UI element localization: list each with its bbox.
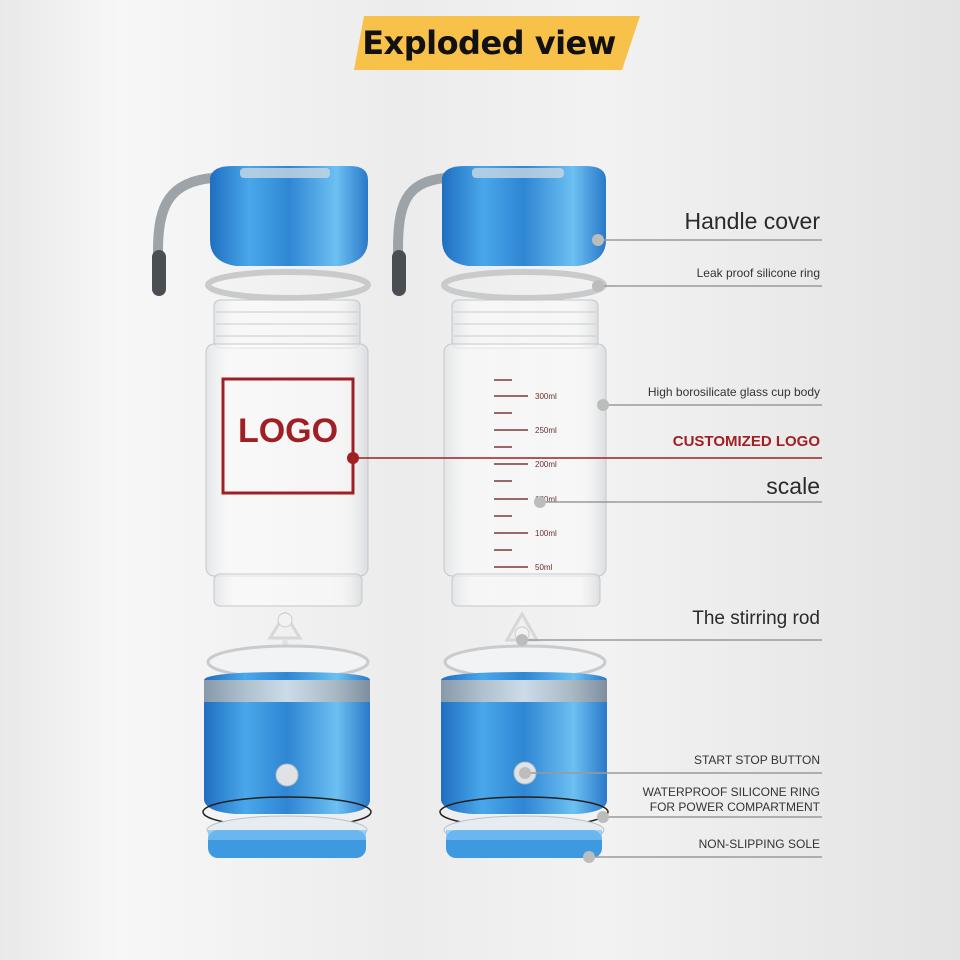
label-waterproof-line1: WATERPROOF SILICONE RING bbox=[643, 785, 820, 800]
logo-placeholder-text: LOGO bbox=[222, 412, 354, 451]
scale-label: 100ml bbox=[535, 529, 557, 538]
scale-label: 50ml bbox=[535, 563, 553, 572]
label-glass-body: High borosilicate glass cup body bbox=[648, 385, 820, 399]
label-waterproof-line2: FOR POWER COMPARTMENT bbox=[643, 800, 820, 815]
label-handle-cover: Handle cover bbox=[684, 208, 820, 235]
right-bottle: 300ml 250ml 200ml 150ml 100ml 50ml bbox=[392, 166, 608, 858]
label-scale: scale bbox=[766, 473, 820, 500]
left-start-button-icon bbox=[276, 764, 298, 786]
scale-label: 200ml bbox=[535, 460, 557, 469]
scale-label: 300ml bbox=[535, 392, 557, 401]
page-title: Exploded view bbox=[354, 16, 624, 70]
label-leak-ring: Leak proof silicone ring bbox=[697, 266, 820, 280]
scale-label: 250ml bbox=[535, 426, 557, 435]
left-bottle bbox=[152, 166, 371, 858]
label-custom-logo: CUSTOMIZED LOGO bbox=[673, 433, 820, 450]
label-non-slip: NON-SLIPPING SOLE bbox=[699, 837, 820, 851]
label-start-stop: START STOP BUTTON bbox=[694, 753, 820, 767]
label-waterproof-ring: WATERPROOF SILICONE RING FOR POWER COMPA… bbox=[643, 785, 820, 815]
label-stirring-rod: The stirring rod bbox=[692, 608, 820, 630]
